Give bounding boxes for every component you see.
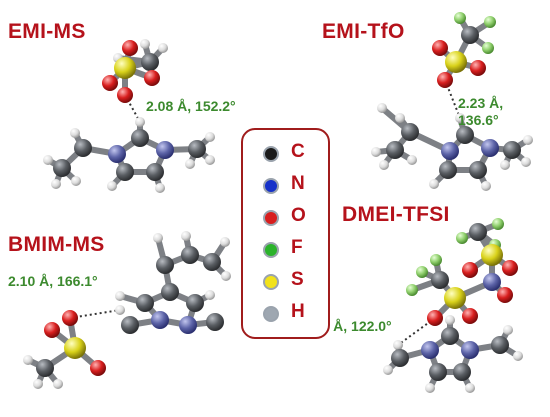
nitrogen-swatch-icon [263, 178, 279, 194]
legend-label-fluorine: F [291, 237, 303, 258]
annotation-bmim-ms: 2.10 Å, 166.1° [8, 273, 98, 289]
annotation-emi-ms: 2.08 Å, 152.2° [146, 98, 236, 114]
emi-tfo-molecule [371, 12, 533, 191]
carbon-swatch-icon [263, 146, 279, 162]
legend-label-sulfur: S [291, 269, 304, 290]
legend-label-oxygen: O [291, 205, 306, 226]
legend-label-hydrogen: H [291, 301, 305, 322]
title-dmei-tfsi: DMEI-TFSI [342, 203, 450, 226]
title-bmim-ms: BMIM-MS [8, 233, 105, 256]
legend-item-sulfur: S [243, 266, 328, 296]
sulfur-swatch-icon [263, 274, 279, 290]
emi-ms-molecule [43, 39, 215, 193]
annotation-emi-tfo-line1: 2.23 Å, [458, 95, 504, 111]
legend-item-carbon: C [243, 138, 328, 168]
legend-item-hydrogen: H [243, 298, 328, 328]
oxygen-swatch-icon [263, 210, 279, 226]
fluorine-swatch-icon [263, 242, 279, 258]
legend-label-nitrogen: N [291, 173, 305, 194]
annotation-emi-tfo-line2: 136.6° [458, 112, 499, 128]
legend-label-carbon: C [291, 141, 305, 162]
element-legend: C N O F S H [241, 128, 330, 339]
title-emi-tfo: EMI-TfO [322, 20, 405, 43]
legend-item-nitrogen: N [243, 170, 328, 200]
hydrogen-swatch-icon [263, 306, 279, 322]
dmei-tfsi-molecule [383, 218, 523, 393]
title-emi-ms: EMI-MS [8, 20, 86, 43]
legend-item-fluorine: F [243, 234, 328, 264]
legend-item-oxygen: O [243, 202, 328, 232]
bmim-ms-molecule [23, 231, 231, 389]
